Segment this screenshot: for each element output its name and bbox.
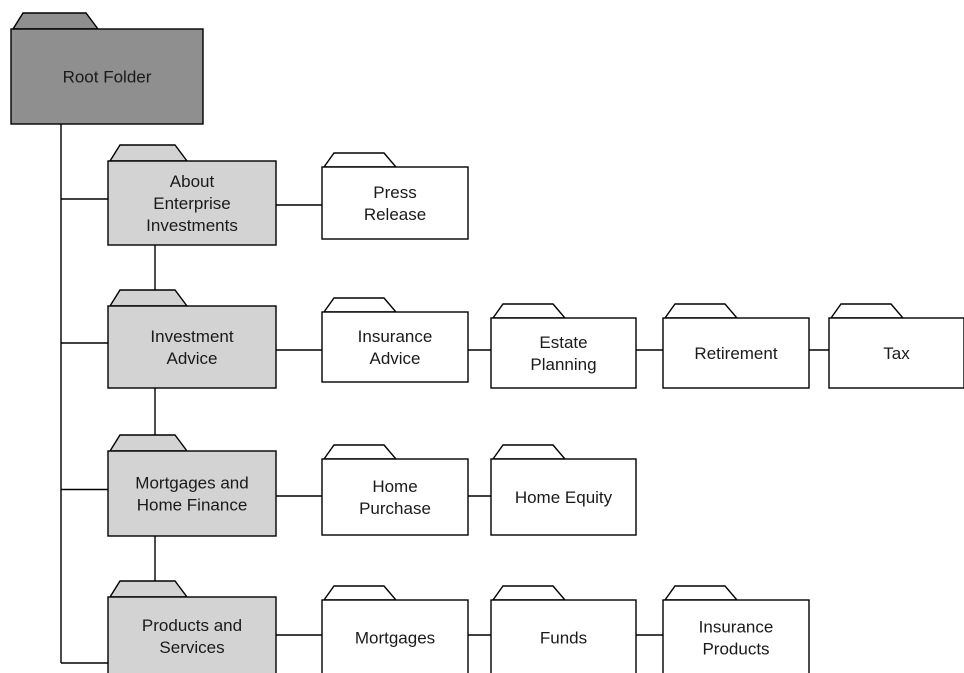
folder-label: Retirement: [694, 344, 777, 363]
folder-body: [828, 317, 964, 389]
folder-body: [321, 166, 469, 240]
folder-label: Products: [702, 640, 769, 659]
folder-body: [490, 317, 637, 389]
folder-body: [107, 596, 277, 673]
page-folder-2-4: Tax: [828, 303, 964, 389]
folder-body: [662, 599, 810, 673]
folder-label: Insurance: [699, 618, 774, 637]
folder-label: Enterprise: [153, 194, 230, 213]
folder-body: [321, 458, 469, 536]
folder-label: Services: [159, 638, 224, 657]
folder-tab-icon: [11, 12, 100, 30]
folder-tab-icon: [322, 444, 398, 460]
folder-tab-icon: [491, 303, 567, 319]
page-folder-4-1: Mortgages: [321, 585, 469, 673]
folder-label: Funds: [540, 629, 587, 648]
folder-label: Products and: [142, 616, 242, 635]
folder-label: Press: [373, 183, 416, 202]
folder-label: Investments: [146, 216, 238, 235]
folder-tab-icon: [491, 444, 567, 460]
folder-body: [321, 599, 469, 673]
folder-label: Mortgages: [355, 629, 435, 648]
folder-label: Root Folder: [63, 68, 152, 87]
folder-label: Tax: [883, 344, 910, 363]
folder-tab-icon: [322, 152, 398, 168]
page-folder-3-2: Home Equity: [490, 444, 637, 536]
folder-body: [107, 160, 277, 246]
page-folder-2-3: Retirement: [662, 303, 810, 389]
folder-tab-icon: [663, 585, 739, 601]
folder-label: Home Equity: [515, 488, 613, 507]
folder-tab-icon: [108, 144, 189, 162]
folder-label: About: [170, 172, 215, 191]
folder-tab-icon: [663, 303, 739, 319]
folder-tab-icon: [829, 303, 905, 319]
folder-tab-icon: [108, 289, 189, 307]
folder-label: Advice: [369, 349, 420, 368]
folder-label: Investment: [150, 327, 233, 346]
folder-tab-icon: [108, 580, 189, 598]
folder-label: Purchase: [359, 499, 431, 518]
folder-label: Release: [364, 205, 426, 224]
folder-body: [662, 317, 810, 389]
folder-tab-icon: [491, 585, 567, 601]
folder-label: Advice: [166, 349, 217, 368]
folder-label: Mortgages and: [135, 474, 248, 493]
folder-body: [107, 450, 277, 537]
folder-label: Planning: [530, 355, 596, 374]
page-folder-4-2: Funds: [490, 585, 637, 673]
folder-label: Home Finance: [137, 496, 248, 515]
connector-lines: [60, 124, 829, 664]
folder-body: [490, 458, 637, 536]
folder-label: Insurance: [358, 327, 433, 346]
folder-label: Estate: [539, 333, 587, 352]
folder-body: [490, 599, 637, 673]
folder-body: [10, 28, 204, 125]
folder-body: [107, 305, 277, 389]
root-folder: Root Folder: [10, 12, 204, 125]
folder-tab-icon: [322, 585, 398, 601]
folder-tab-icon: [322, 297, 398, 313]
folder-body: [321, 311, 469, 383]
folder-tab-icon: [108, 434, 189, 452]
folder-label: Home: [372, 477, 417, 496]
